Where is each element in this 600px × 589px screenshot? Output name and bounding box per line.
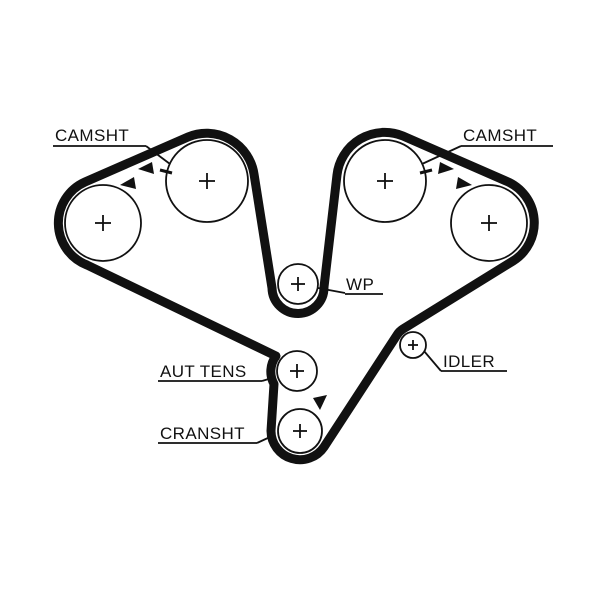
rotation-arrow-left-upper-icon — [138, 162, 154, 174]
camshaft-left-outer-pulley — [64, 184, 142, 262]
label-idler: IDLER — [423, 350, 507, 372]
camshaft-left-outer-center-cross — [95, 215, 111, 231]
camshaft-left-inner-pulley — [165, 139, 249, 223]
camshaft-right-inner-center-cross — [377, 173, 393, 189]
rotation-dash-left — [159, 168, 173, 175]
auto-tensioner-leader-line — [261, 377, 273, 382]
water-pump-pulley — [277, 263, 319, 305]
timing-belt-path — [53, 127, 539, 465]
idler-leader-line — [423, 350, 442, 372]
auto-tensioner-label: AUT TENS — [160, 362, 247, 381]
crankshaft-pulley — [277, 408, 323, 454]
crankshaft-leader-line — [256, 436, 271, 444]
idler-label: IDLER — [443, 352, 495, 371]
rotation-arrow-right-upper-icon — [438, 162, 454, 174]
crankshaft-center-cross — [293, 424, 307, 438]
label-crankshaft: CRANSHT — [158, 424, 271, 444]
label-auto-tensioner: AUT TENS — [158, 362, 273, 382]
crankshaft-label: CRANSHT — [160, 424, 245, 443]
camshaft-right-outer-pulley — [450, 184, 528, 262]
water-pump-label: WP — [346, 275, 374, 294]
water-pump-leader-line — [317, 287, 346, 294]
water-pump-center-cross — [291, 277, 305, 291]
idler-center-cross — [408, 340, 418, 350]
tensioner-center-cross — [290, 364, 304, 378]
rotation-arrow-right-lower-icon — [456, 177, 472, 189]
rotation-arrow-left-lower-icon — [120, 177, 136, 189]
idler-pulley — [399, 331, 427, 359]
label-water-pump: WP — [317, 275, 383, 295]
camshaft-left-label: CAMSHT — [55, 126, 129, 145]
tensioner-pulley — [276, 350, 318, 392]
camshaft-left-leader-line — [145, 145, 171, 165]
camshaft-right-inner-pulley — [343, 139, 427, 223]
camshaft-right-leader-line — [421, 145, 462, 165]
label-camshaft-right: CAMSHT — [421, 126, 553, 165]
rotation-arrow-crankshaft-icon — [313, 395, 327, 410]
label-camshaft-left: CAMSHT — [53, 126, 171, 165]
rotation-dash-right — [419, 168, 433, 175]
camshaft-right-label: CAMSHT — [463, 126, 537, 145]
camshaft-left-inner-center-cross — [199, 173, 215, 189]
camshaft-right-outer-center-cross — [481, 215, 497, 231]
